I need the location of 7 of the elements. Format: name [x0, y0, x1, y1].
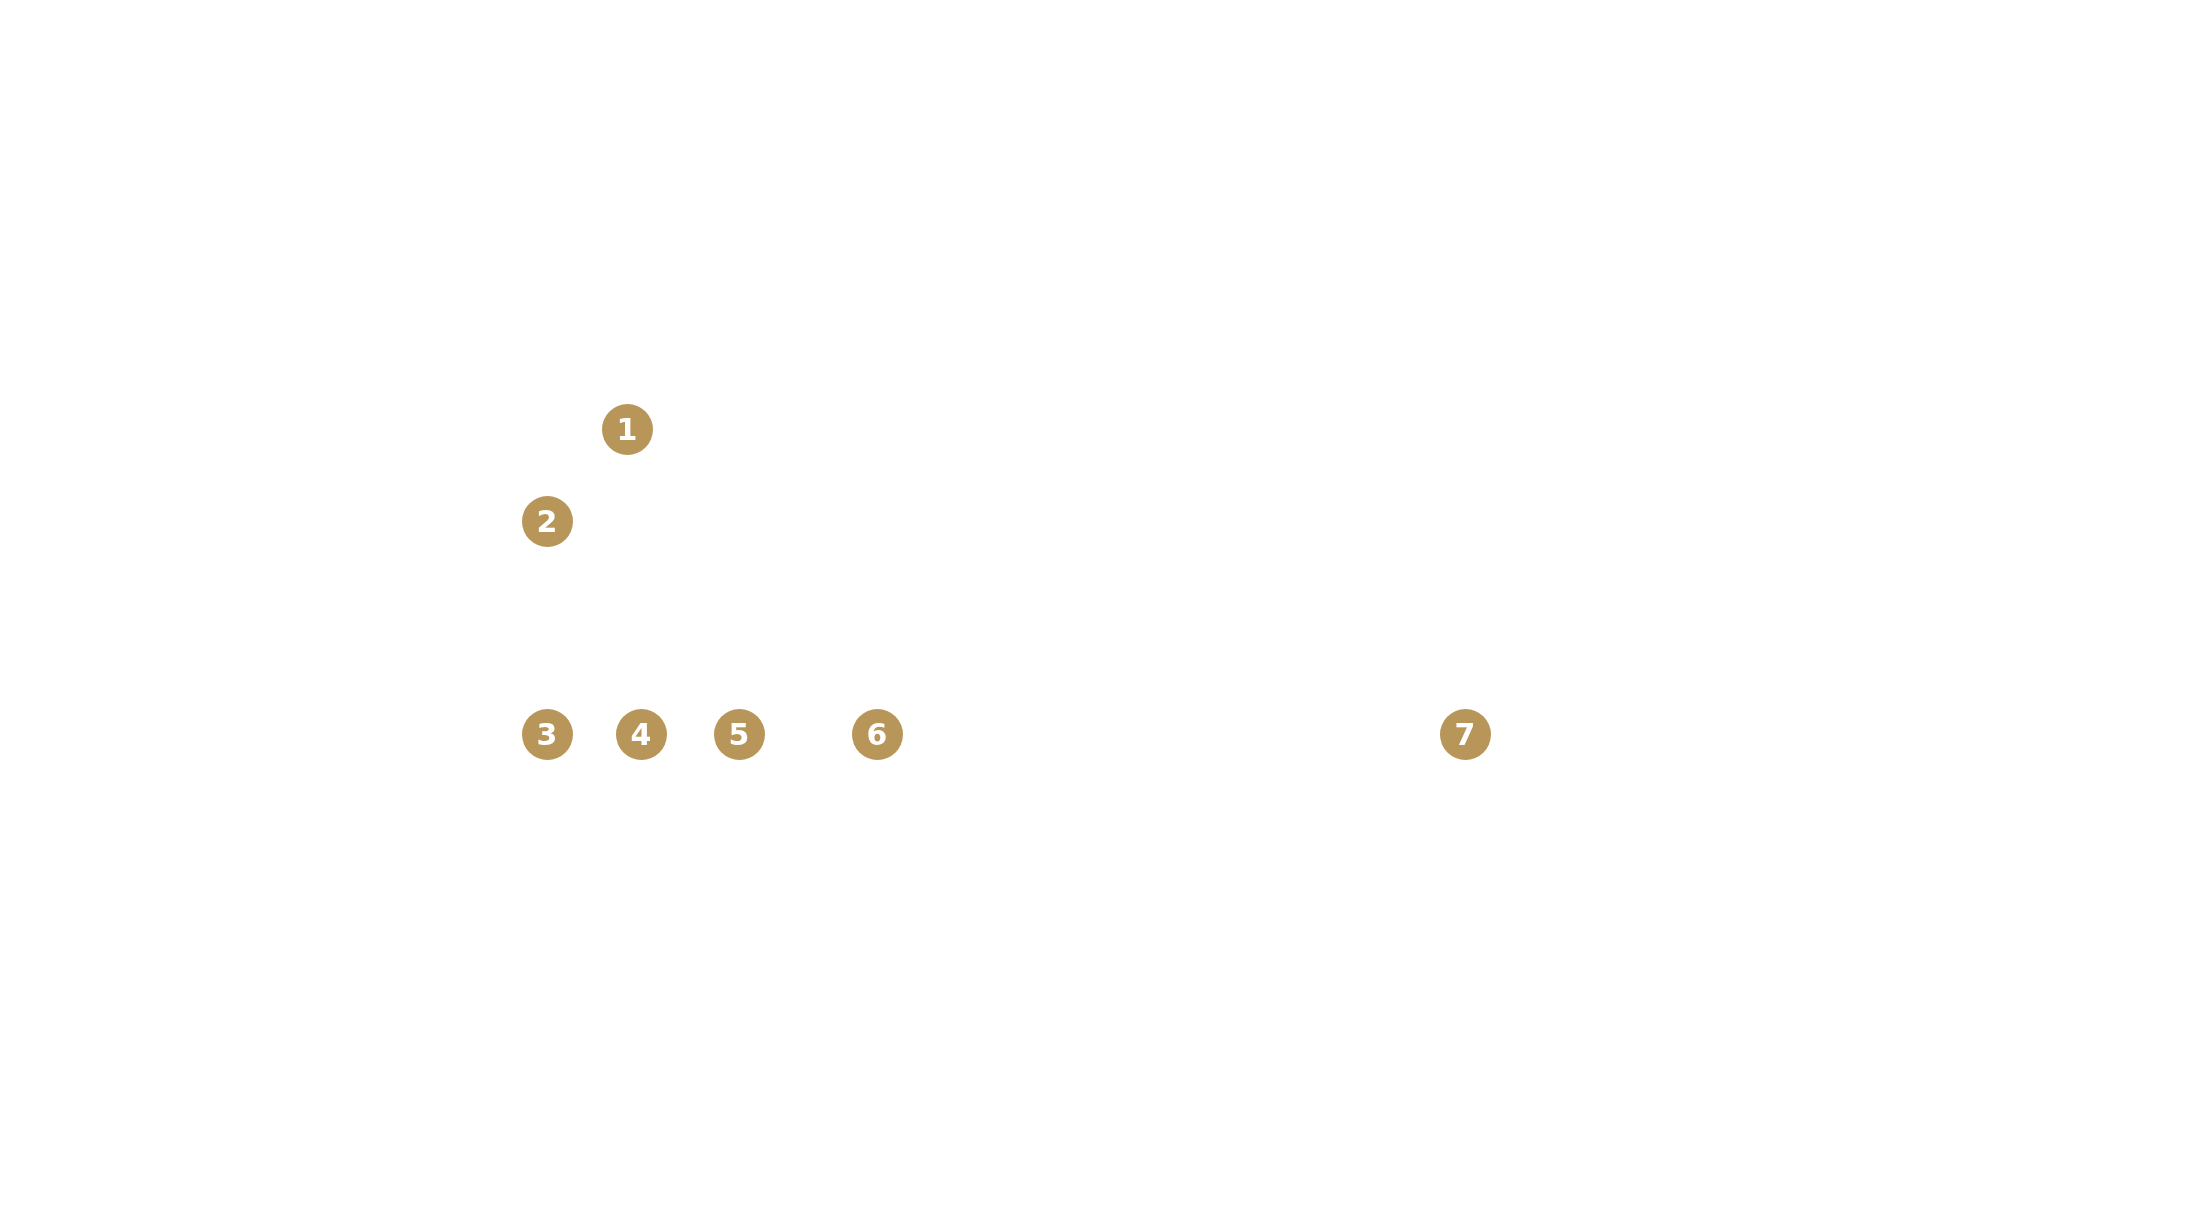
callout-number: 7: [1439, 708, 1491, 760]
callout-number: 2: [521, 495, 573, 547]
callout-number: 5: [713, 708, 765, 760]
callout-number: 1: [601, 403, 653, 455]
callout-number: 6: [851, 708, 903, 760]
callout-number: 4: [615, 708, 667, 760]
callout-number: 3: [521, 708, 573, 760]
